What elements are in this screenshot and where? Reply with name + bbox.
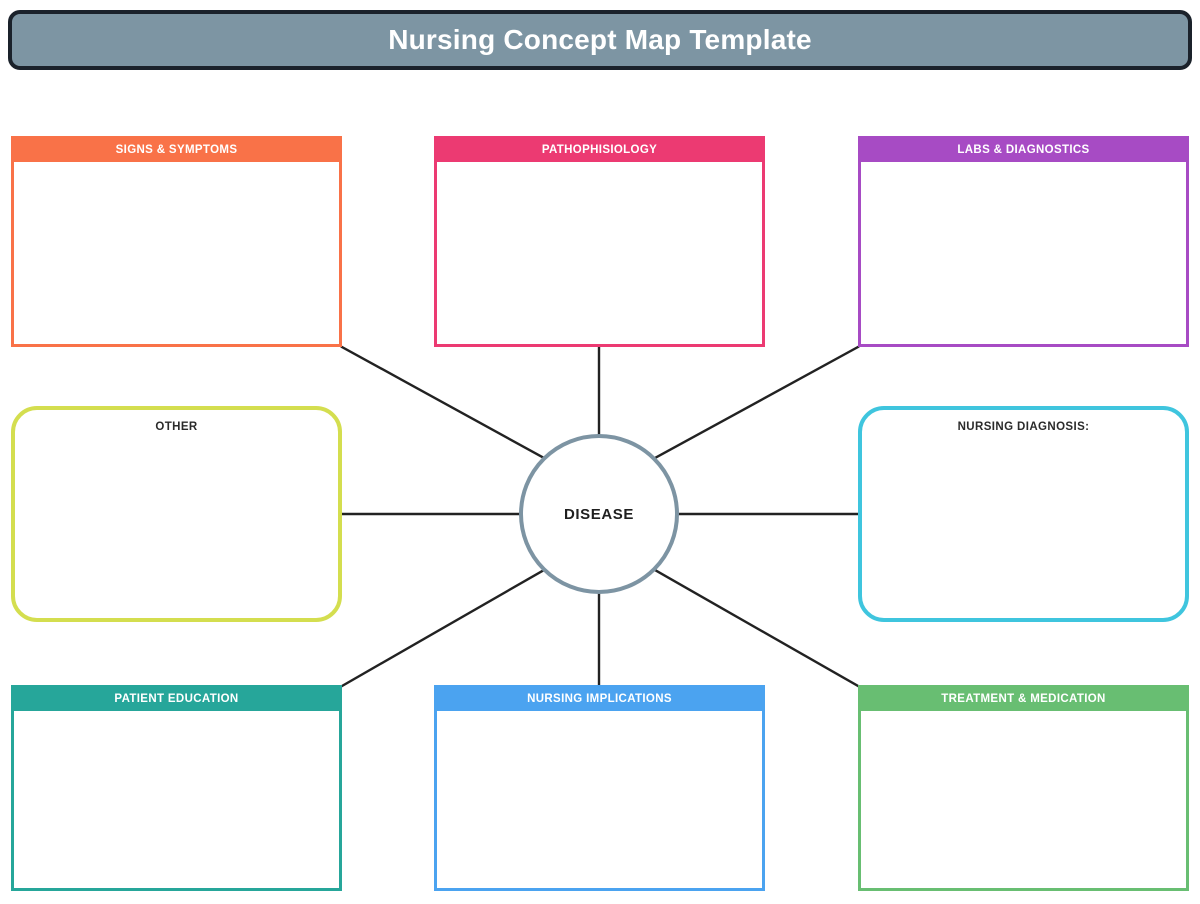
connector-signs-symptoms xyxy=(340,345,546,460)
node-treatment-medication-label: TREATMENT & MEDICATION xyxy=(941,692,1106,705)
connector-treatment-medication xyxy=(653,568,860,688)
node-signs-symptoms-content[interactable] xyxy=(14,162,339,344)
node-pathophisiology-content[interactable] xyxy=(437,162,762,344)
node-other[interactable]: OTHER xyxy=(11,406,342,622)
node-pathophisiology-banner: PATHOPHISIOLOGY xyxy=(437,139,762,162)
node-treatment-medication-banner: TREATMENT & MEDICATION xyxy=(861,688,1186,711)
node-nursing-implications-banner: NURSING IMPLICATIONS xyxy=(437,688,762,711)
node-nursing-diagnosis[interactable]: NURSING DIAGNOSIS: xyxy=(858,406,1189,622)
node-labs-diagnostics-content[interactable] xyxy=(861,162,1186,344)
node-signs-symptoms-banner: SIGNS & SYMPTOMS xyxy=(14,139,339,162)
node-nursing-implications-content[interactable] xyxy=(437,711,762,888)
node-patient-education[interactable]: PATIENT EDUCATION xyxy=(11,685,342,891)
page-title: Nursing Concept Map Template xyxy=(388,24,812,55)
node-nursing-diagnosis-label: NURSING DIAGNOSIS: xyxy=(957,421,1090,433)
node-labs-diagnostics-label: LABS & DIAGNOSTICS xyxy=(957,143,1090,156)
node-signs-symptoms[interactable]: SIGNS & SYMPTOMS xyxy=(11,136,342,347)
node-labs-diagnostics-banner: LABS & DIAGNOSTICS xyxy=(861,139,1186,162)
node-patient-education-content[interactable] xyxy=(14,711,339,888)
node-other-label: OTHER xyxy=(155,421,198,433)
node-pathophisiology-label: PATHOPHISIOLOGY xyxy=(541,143,658,156)
node-patient-education-banner: PATIENT EDUCATION xyxy=(14,688,339,711)
connector-patient-education xyxy=(340,568,546,688)
center-node-label: DISEASE xyxy=(563,505,635,523)
connector-labs-diagnostics xyxy=(653,345,860,460)
node-signs-symptoms-label: SIGNS & SYMPTOMS xyxy=(115,143,238,156)
node-patient-education-label: PATIENT EDUCATION xyxy=(114,692,239,705)
node-treatment-medication[interactable]: TREATMENT & MEDICATION xyxy=(858,685,1189,891)
node-nursing-implications-label: NURSING IMPLICATIONS xyxy=(527,692,672,705)
center-node-disease[interactable]: DISEASE xyxy=(519,434,679,594)
node-labs-diagnostics[interactable]: LABS & DIAGNOSTICS xyxy=(858,136,1189,347)
page-title-bar: Nursing Concept Map Template xyxy=(8,10,1192,70)
node-pathophisiology[interactable]: PATHOPHISIOLOGY xyxy=(434,136,765,347)
node-nursing-implications[interactable]: NURSING IMPLICATIONS xyxy=(434,685,765,891)
node-treatment-medication-content[interactable] xyxy=(861,711,1186,888)
